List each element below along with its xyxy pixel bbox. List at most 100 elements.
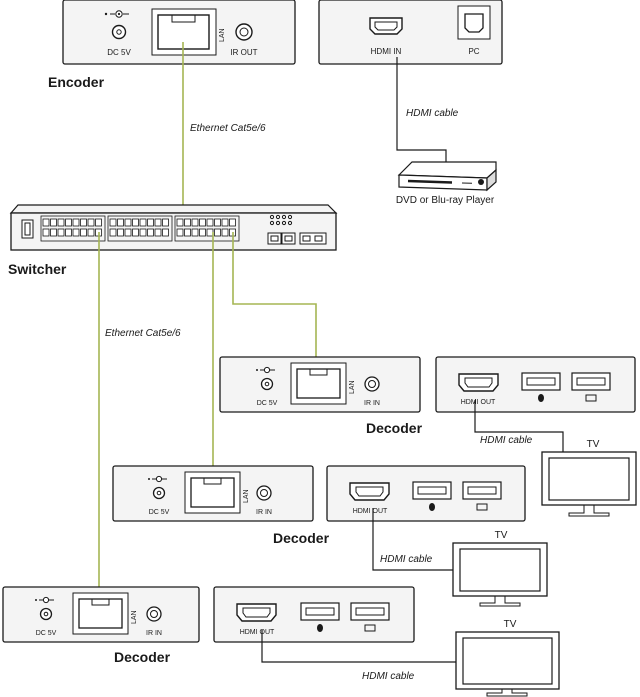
encoder-hdmi-in-label: HDMI IN [371,47,402,56]
decoder-1-lan-port-icon [290,362,347,405]
switch-port-icon [57,218,65,227]
ir-in-jack-icon [256,485,272,501]
decoder-1-dc-label: DC 5V [257,400,278,407]
hdmi-port-icon [458,373,499,392]
decoder-3-rear-panel: DC 5V LAN IR IN [2,586,200,643]
decoder-2-rear-panel: DC 5V LAN IR IN [112,465,314,522]
switch-port-icon [132,228,139,237]
switch-port-icon [221,228,229,237]
switch-port-icon [206,218,214,227]
switch-port-icon [42,228,50,237]
switch-port-icon [124,228,132,237]
decoder-2-lan-port-icon [184,471,241,514]
ethernet-cable-label-2: Ethernet Cat5e/6 [105,328,181,339]
usb-b-port-icon [457,5,491,40]
switch-port-icon [154,218,162,227]
hdmi-cable-tv-3 [261,630,458,663]
switch-port-icon [199,228,206,237]
switch-port-icon [65,218,72,227]
switch-port-icon [139,218,147,227]
usb-keyboard-port-icon [571,372,611,402]
decoder-2-hdmi-out-label: HDMI OUT [353,508,388,515]
switch-port-group [174,215,240,242]
decoder-1-title: Decoder [366,420,423,436]
switch-port-icon [109,218,117,227]
switch-port-icon [72,228,80,237]
network-switch [9,204,338,251]
decoder-1-ir-label: IR IN [364,400,380,407]
encoder-lan-port-icon [151,8,217,56]
switch-port-icon [95,218,102,227]
switch-port-icon [57,228,65,237]
decoder-3-title: Decoder [114,649,171,665]
decoder-3-ir-label: IR IN [146,630,162,637]
usb-mouse-port-icon [300,602,340,632]
tv-3-icon [455,631,560,697]
switch-port-icon [139,228,147,237]
switch-port-icon [221,218,229,227]
hdmi-cable-source-label: HDMI cable [406,108,459,119]
hdmi-cable-tv-1 [474,400,564,454]
dvd-player-icon [397,161,497,192]
decoder-2-lan-label: LAN [243,489,250,503]
ir-in-jack-icon [364,376,380,392]
ethernet-cable-decoder-1 [232,232,317,380]
switch-port-icon [154,228,162,237]
switch-port-icon [117,218,124,227]
decoder-2-ir-label: IR IN [256,509,272,516]
ethernet-cable-label-1: Ethernet Cat5e/6 [190,123,266,134]
switch-port-icon [87,228,95,237]
ir-out-jack-icon [235,23,253,41]
switch-port-icon [42,218,50,227]
encoder-rear-panel: DC 5V LAN IR OUT [62,0,296,65]
hdmi-port-icon [236,603,277,622]
decoder-2-front-panel: HDMI OUT [326,465,526,522]
tv-1-label: TV [587,439,600,450]
dc-power-jack-icon [104,10,129,40]
decoder-3-lan-label: LAN [131,610,138,624]
switch-port-icon [206,228,214,237]
switch-port-group [40,215,106,242]
encoder-title: Encoder [48,74,105,90]
switch-port-icon [124,218,132,227]
switch-port-icon [214,218,221,227]
source-device-label: DVD or Blu-ray Player [396,195,495,206]
switch-port-icon [72,218,80,227]
dc-power-jack-icon [35,596,54,621]
switch-port-icon [87,218,95,227]
usb-mouse-port-icon [412,481,452,511]
tv-2-icon [452,542,548,607]
switch-port-icon [162,218,169,227]
switch-port-icon [109,228,117,237]
decoder-2-title: Decoder [273,530,330,546]
switch-port-icon [176,228,184,237]
encoder-front-panel: HDMI IN PC [318,0,503,65]
switch-port-icon [176,218,184,227]
tv-1-icon [541,451,637,517]
encoder-pc-label: PC [468,47,479,56]
decoder-1-lan-label: LAN [349,380,356,394]
hdmi-cable-source [396,57,447,164]
decoder-1-rear-panel: DC 5V LAN IR IN [219,356,421,413]
switch-port-icon [147,228,154,237]
decoder-3-dc-label: DC 5V [36,630,57,637]
switch-port-icon [199,218,206,227]
switch-port-icon [50,228,57,237]
decoder-3-lan-port-icon [72,592,129,635]
decoder-3-front-panel: HDMI OUT [213,586,415,643]
switch-port-group [107,215,173,242]
decoder-2-dc-label: DC 5V [149,509,170,516]
dc-power-jack-icon [148,475,167,500]
hdmi-cable-tv-3-label: HDMI cable [362,671,415,682]
tv-2-label: TV [495,530,508,541]
switch-port-icon [65,228,72,237]
ir-in-jack-icon [146,606,162,622]
switch-port-icon [191,218,199,227]
encoder-dc-label: DC 5V [107,48,131,57]
usb-keyboard-port-icon [462,481,502,511]
switch-status-leds-icon [269,214,293,226]
tv-3-label: TV [504,619,517,630]
switch-port-icon [184,218,191,227]
usb-mouse-port-icon [521,372,561,402]
